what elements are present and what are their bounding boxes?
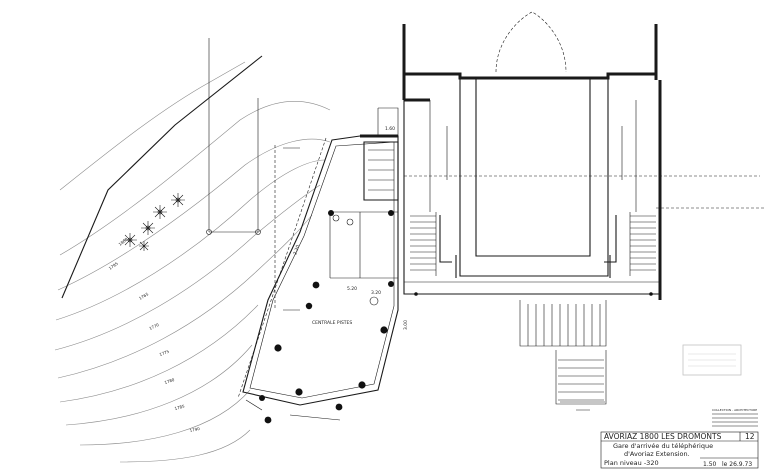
contour-labels: 1765 1770 1775 1780 1785 1790 1795 1800 xyxy=(108,236,201,433)
room-label-group: CENTRALE PISTES xyxy=(312,320,352,326)
dimension-label: 3.00 xyxy=(403,320,409,330)
collection-stamp: COLLECTION - ARCHITECTURE xyxy=(712,408,758,427)
contour-label: 1775 xyxy=(159,349,171,357)
terrain-contours xyxy=(54,38,331,463)
approval-stamp xyxy=(682,344,742,376)
dimension-label: 3.20 xyxy=(371,290,381,296)
title-sheet-number: 12 xyxy=(745,432,755,441)
contour-label: 1770 xyxy=(148,322,160,331)
title-date: le 26.9.73 xyxy=(722,461,752,468)
extension-building xyxy=(237,107,399,424)
title-scale: 1.50 xyxy=(703,461,717,468)
contour-label: 1785 xyxy=(174,403,186,411)
room-label-centrale-pistes: CENTRALE PISTES xyxy=(312,320,352,326)
dimension-labels: 5.20 3.20 2.20 3.00 1.60 xyxy=(292,126,409,330)
existing-station xyxy=(402,11,764,411)
title-plan: Plan niveau -320 xyxy=(604,459,659,467)
contour-label: 1790 xyxy=(189,426,200,433)
contour-label: 1765 xyxy=(138,291,150,301)
title-project: AVORIAZ 1800 LES DROMONTS xyxy=(604,432,722,441)
dimension-label: 1.60 xyxy=(385,126,395,132)
dimension-label: 2.20 xyxy=(292,244,301,256)
tree-symbols xyxy=(123,193,185,251)
title-line2: d'Avoriaz Extension. xyxy=(624,450,690,458)
title-line1: Gare d'arrivée du téléphérique xyxy=(613,442,713,450)
dimension-label: 5.20 xyxy=(347,286,357,292)
contour-label: 1800 xyxy=(118,236,129,246)
contour-label: 1780 xyxy=(164,377,176,385)
collection-stamp-text: COLLECTION - ARCHITECTURE xyxy=(712,408,757,412)
title-block: AVORIAZ 1800 LES DROMONTS 12 Gare d'arri… xyxy=(600,431,759,469)
contour-label: 1795 xyxy=(108,261,120,271)
